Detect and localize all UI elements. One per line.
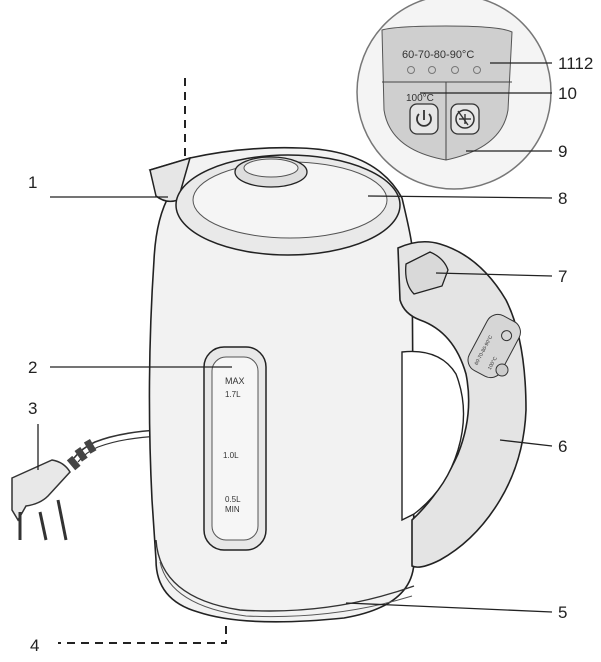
inset-boil-label: 100°C [406, 93, 434, 104]
handle-control-panel: 60-70-80-90°C 100°C [467, 313, 521, 379]
base-ring [155, 539, 415, 612]
indicator-leds [407, 66, 481, 74]
power-button-icon [409, 103, 439, 135]
callout-2: 2 [28, 358, 37, 377]
callout-3: 3 [28, 399, 37, 418]
plug-body [11, 459, 71, 522]
min-volume-label: 0.5L [225, 495, 241, 504]
callout-9: 9 [558, 142, 567, 161]
callout-8: 8 [558, 189, 567, 208]
callout-1112: 1112 [558, 54, 593, 73]
callout-7: 7 [558, 267, 567, 286]
handle-window [401, 350, 465, 522]
leader-lines [37, 62, 553, 613]
callout-5: 5 [558, 603, 567, 622]
lid-release [405, 251, 449, 295]
control-panel-inset: 60-70-80-90°C 100°C [356, 0, 552, 190]
cord-and-plug [11, 429, 161, 541]
min-label: MIN [225, 505, 240, 514]
handle: 60-70-80-90°C 100°C [397, 240, 527, 568]
strain-relief [66, 438, 97, 471]
inset-temperature-label: 60-70-80-90°C [402, 49, 474, 61]
water-level-window: MAX 1.7L 1.0L 0.5L MIN [203, 346, 267, 551]
callout-1: 1 [28, 173, 37, 192]
max-volume-label: 1.7L [225, 390, 241, 399]
axis-dashes [58, 78, 227, 644]
handle-button-icon [495, 363, 509, 377]
kettle-body [148, 146, 415, 623]
callout-10: 10 [558, 84, 577, 103]
temperature-select-button-icon [450, 103, 480, 135]
max-label: MAX [225, 376, 245, 386]
callout-numbers: 1 2 3 4 5 6 7 8 9 10 1112 [28, 54, 593, 655]
callout-6: 6 [558, 437, 567, 456]
mid-volume-label: 1.0L [223, 451, 239, 460]
callout-4: 4 [30, 636, 39, 655]
